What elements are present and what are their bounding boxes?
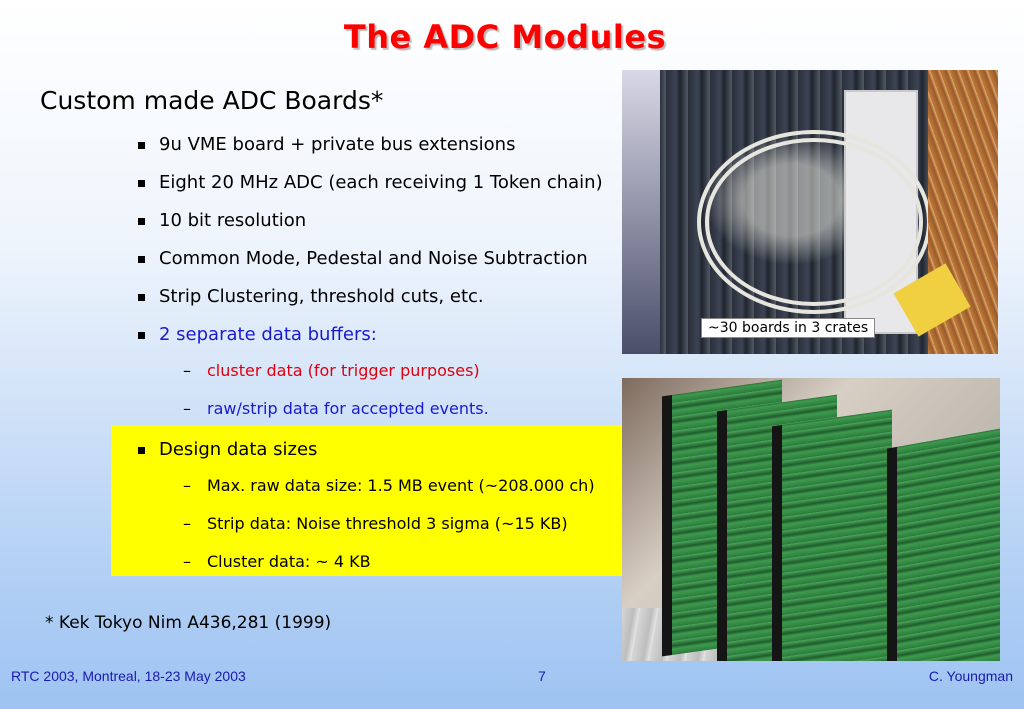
bullet-resolution: 10 bit resolution [138, 210, 307, 231]
bullet-text: Common Mode, Pedestal and Noise Subtract… [159, 248, 588, 269]
dash-marker: – [183, 476, 191, 495]
buffer-item-cluster: –cluster data (for trigger purposes) [183, 361, 480, 380]
footer-conference: RTC 2003, Montreal, 18-23 May 2003 [11, 668, 246, 684]
bullet-adc: Eight 20 MHz ADC (each receiving 1 Token… [138, 172, 603, 193]
buffer-item-raw: –raw/strip data for accepted events. [183, 399, 489, 418]
design-item-strip: –Strip data: Noise threshold 3 sigma (~1… [183, 514, 568, 533]
design-item-text: Max. raw data size: 1.5 MB event (~208.0… [207, 476, 595, 495]
design-item-raw: –Max. raw data size: 1.5 MB event (~208.… [183, 476, 595, 495]
bullet-text: Strip Clustering, threshold cuts, etc. [159, 286, 484, 307]
design-item-text: Cluster data: ~ 4 KB [207, 552, 371, 571]
footer-page-number: 7 [538, 668, 546, 684]
bullet-text: 2 separate data buffers: [159, 324, 377, 345]
bullet-marker [138, 447, 145, 454]
design-item-cluster: –Cluster data: ~ 4 KB [183, 552, 371, 571]
dash-marker: – [183, 399, 191, 418]
dash-marker: – [183, 514, 191, 533]
bullet-buffers: 2 separate data buffers: [138, 324, 377, 345]
bullet-text: Design data sizes [159, 439, 318, 460]
footer-author: C. Youngman [928, 668, 1013, 684]
bullet-text: Eight 20 MHz ADC (each receiving 1 Token… [159, 172, 603, 193]
bullet-text: 10 bit resolution [159, 210, 307, 231]
adc-boards-photo [622, 378, 1000, 661]
bullet-vme: 9u VME board + private bus extensions [138, 134, 516, 155]
bullet-clustering: Strip Clustering, threshold cuts, etc. [138, 286, 484, 307]
cable-coil [697, 130, 931, 314]
bullet-marker [138, 180, 145, 187]
bullet-design-sizes: Design data sizes [138, 439, 318, 460]
dash-marker: – [183, 361, 191, 380]
design-highlight-box [111, 425, 623, 576]
crate-photo [622, 70, 998, 354]
dash-marker: – [183, 552, 191, 571]
reference-note: * Kek Tokyo Nim A436,281 (1999) [45, 613, 332, 633]
adc-board [887, 427, 1000, 661]
bullet-text: 9u VME board + private bus extensions [159, 134, 516, 155]
bullet-marker [138, 294, 145, 301]
crate-frame [622, 70, 660, 354]
bullet-marker [138, 332, 145, 339]
bullet-subtraction: Common Mode, Pedestal and Noise Subtract… [138, 248, 588, 269]
bullet-marker [138, 256, 145, 263]
design-item-text: Strip data: Noise threshold 3 sigma (~15… [207, 514, 568, 533]
slide-title: The ADC Modules [343, 18, 667, 56]
photo-caption: ~30 boards in 3 crates [701, 318, 876, 338]
bullet-marker [138, 218, 145, 225]
buffer-item-text: raw/strip data for accepted events. [207, 399, 489, 418]
bullet-marker [138, 142, 145, 149]
subtitle: Custom made ADC Boards* [40, 86, 384, 115]
buffer-item-text: cluster data (for trigger purposes) [207, 361, 480, 380]
adc-board [772, 409, 892, 661]
